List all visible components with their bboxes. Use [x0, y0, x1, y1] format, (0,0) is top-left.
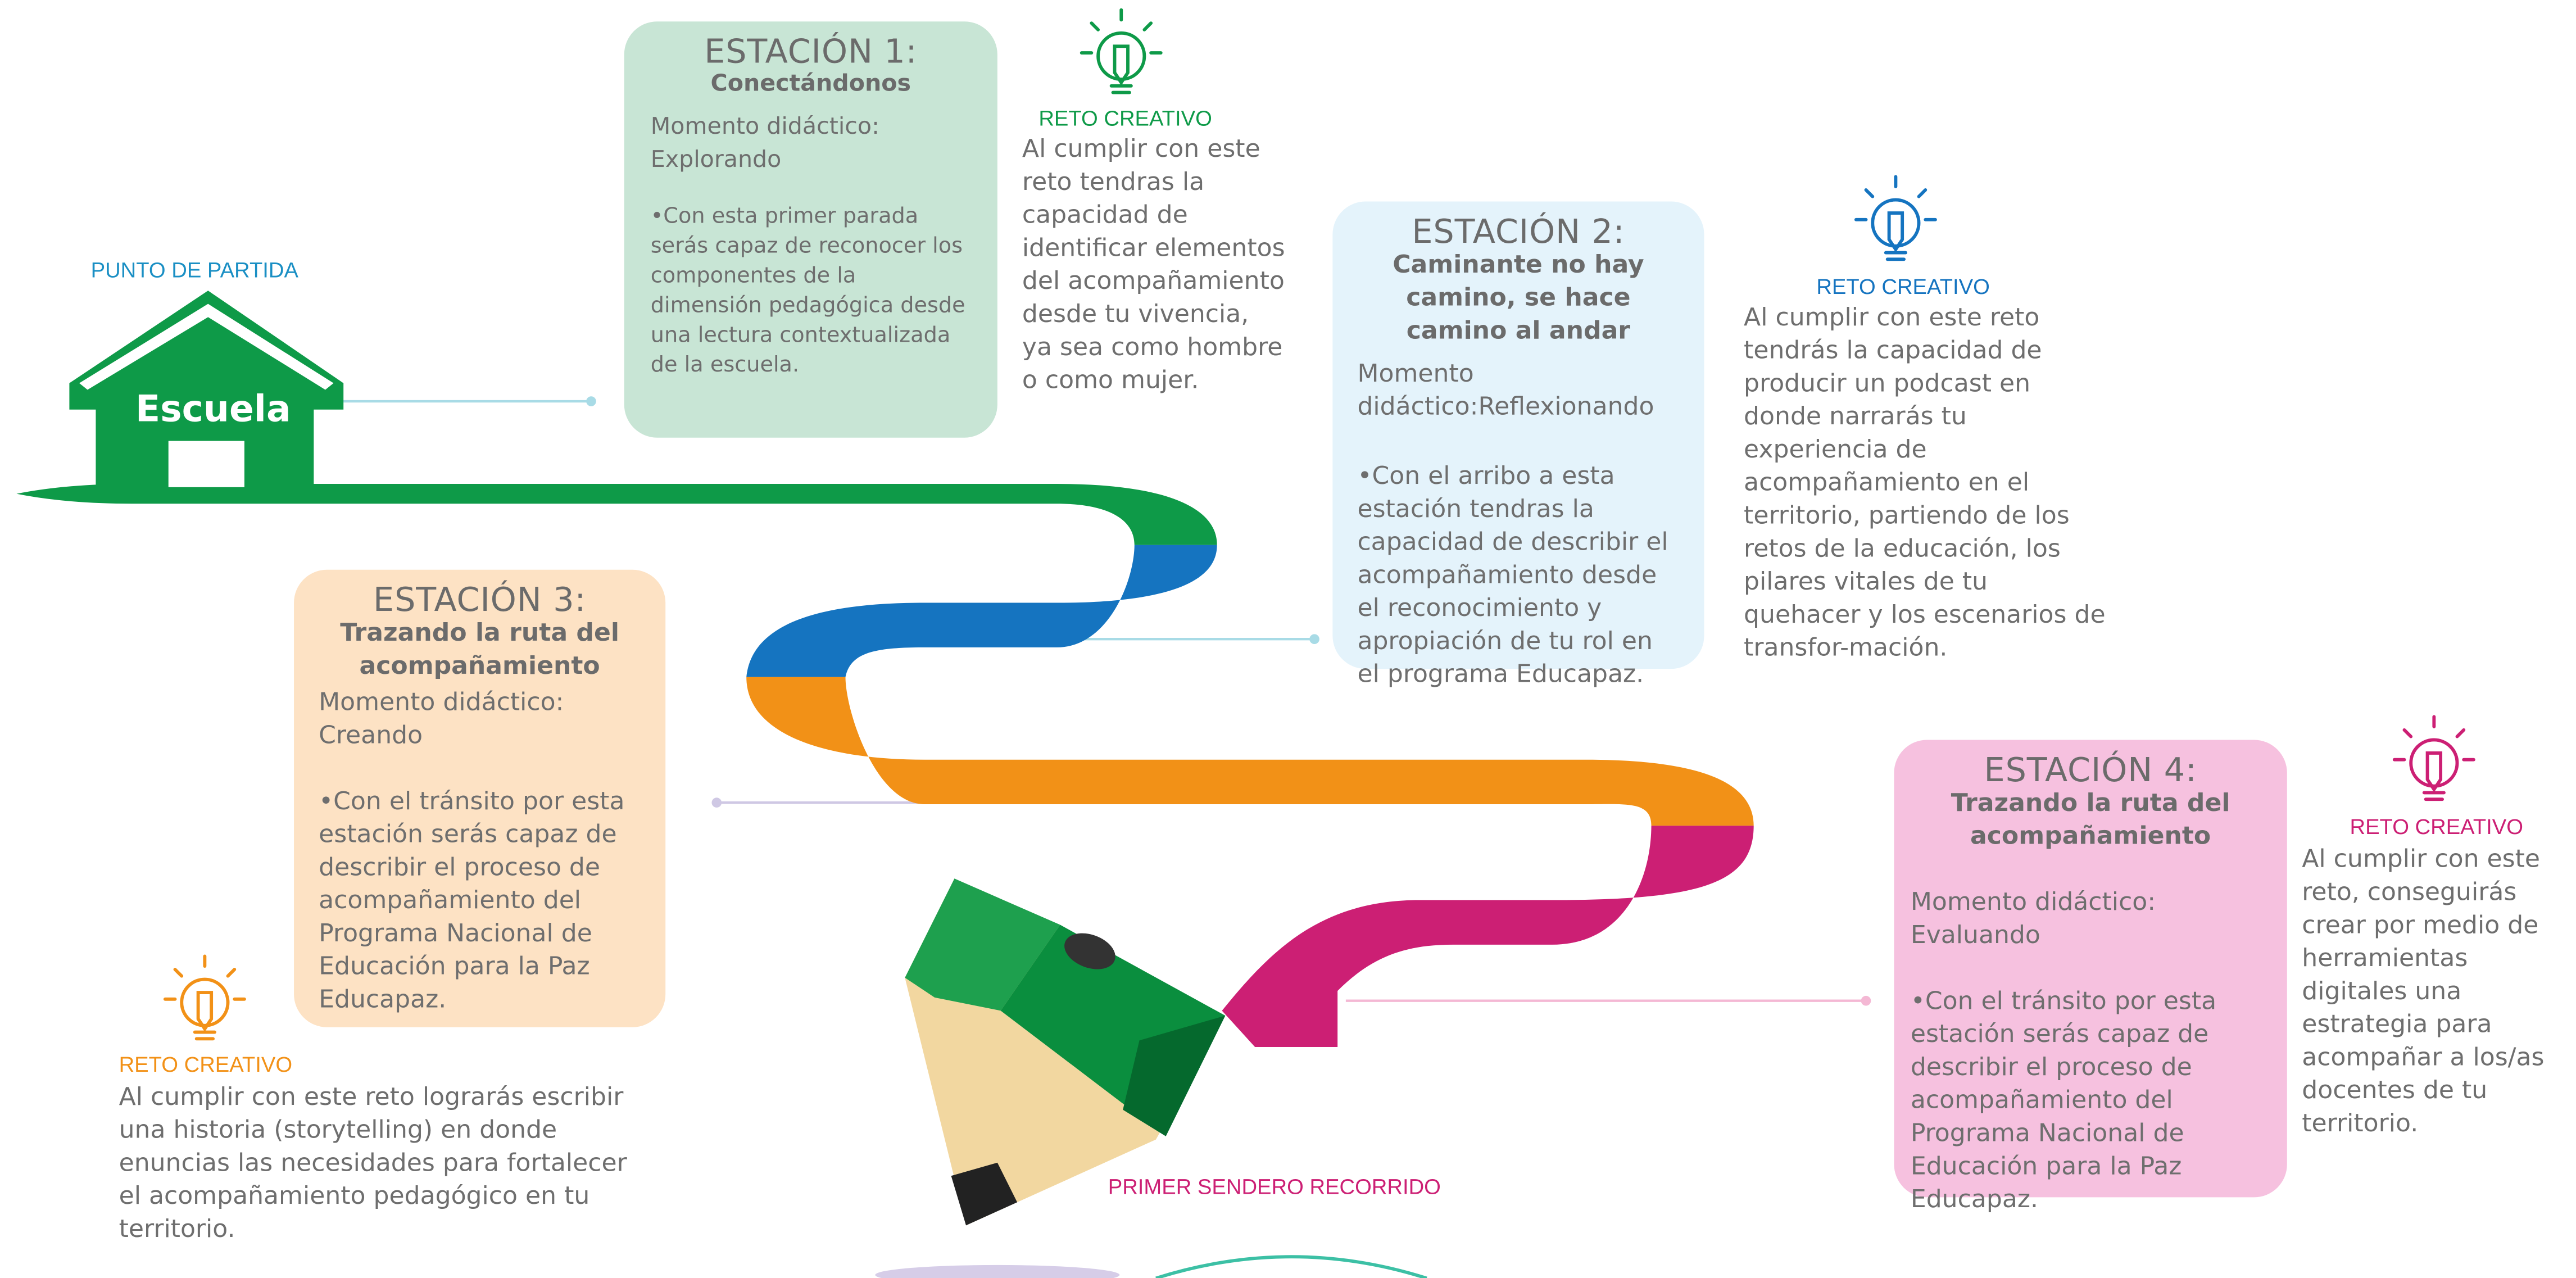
connector-dot-4 [1861, 995, 1871, 1006]
station-1-card: ESTACIÓN 1: Conectándonos Momento didáct… [624, 21, 997, 438]
station-1-reto-text: Al cumplir con este reto tendras la capa… [1022, 134, 1285, 395]
station-4-card: ESTACIÓN 4: Trazando la ruta del acompañ… [1894, 740, 2287, 1214]
station-4-subtitle: Trazando la ruta del acompañamiento [1951, 787, 2230, 851]
lightbulb-pencil-icon [1080, 8, 1163, 94]
station-1-subtitle: Conectándonos [710, 71, 911, 98]
station-3-subtitle: Trazando la ruta del acompañamiento [340, 617, 619, 681]
station-1-title: ESTACIÓN 1: [704, 31, 918, 71]
station-3-card: ESTACIÓN 3: Trazando la ruta del acompañ… [294, 569, 666, 1027]
station-3-reto-text: Al cumplir con este reto lograrás escrib… [119, 1081, 627, 1244]
connector-dot-1 [586, 396, 596, 406]
station-3-title: ESTACIÓN 3: [373, 579, 587, 619]
path-segment-magenta [1222, 826, 1754, 1048]
path-segment-orange [746, 677, 1754, 826]
station-4-description: •Con el tránsito por esta estación serás… [1910, 986, 2217, 1214]
station-2-subtitle: Caminante no hay camino, se hace camino … [1393, 249, 1644, 346]
station-2-title: ESTACIÓN 2: [1412, 211, 1625, 251]
station-1-description: •Con esta primer parada serás capaz de r… [650, 205, 965, 378]
station-2-moment: Momento didáctico:Reflexionando [1357, 358, 1654, 422]
connector-dot-2 [1309, 634, 1319, 645]
station-4-moment: Momento didáctico: Evaluando [1910, 886, 2156, 950]
bottom-arc [1155, 1255, 1427, 1278]
path-segment-green [16, 483, 1217, 545]
lightbulb-pencil-icon [2392, 715, 2475, 801]
station-4-reto-text: Al cumplir con este reto, conseguirás cr… [2302, 844, 2545, 1138]
station-4-reto-label: RETO CREATIVO [2350, 814, 2523, 839]
station-3-description: •Con el tránsito por esta estación serás… [319, 786, 625, 1014]
station-2-card: ESTACIÓN 2: Caminante no hay camino, se … [1332, 201, 1704, 688]
station-2-reto-label: RETO CREATIVO [1816, 274, 1990, 299]
station-2-description: •Con el arribo a esta estación tendras l… [1357, 460, 1668, 689]
connector-dot-3 [711, 797, 722, 808]
school-label: Escuela [135, 389, 291, 431]
start-label: PUNTO DE PARTIDA [90, 257, 298, 283]
station-1-moment: Momento didáctico: Explorando [650, 114, 879, 174]
station-2-reto-text: Al cumplir con este reto tendrás la capa… [1744, 302, 2106, 663]
end-label: PRIMER SENDERO RECORRIDO [1108, 1174, 1441, 1199]
station-1-reto-label: RETO CREATIVO [1038, 106, 1212, 131]
school-house [69, 291, 344, 487]
path-segment-blue [746, 545, 1217, 677]
lightbulb-pencil-icon [1854, 175, 1937, 261]
pencil-illustration [905, 878, 1226, 1226]
bottom-ellipse [875, 1265, 1120, 1278]
lightbulb-pencil-icon [163, 954, 246, 1041]
station-3-moment: Momento didáctico: Creando [319, 687, 564, 750]
station-4-title: ESTACIÓN 4: [1984, 750, 2197, 790]
station-3-reto-label: RETO CREATIVO [119, 1052, 293, 1077]
